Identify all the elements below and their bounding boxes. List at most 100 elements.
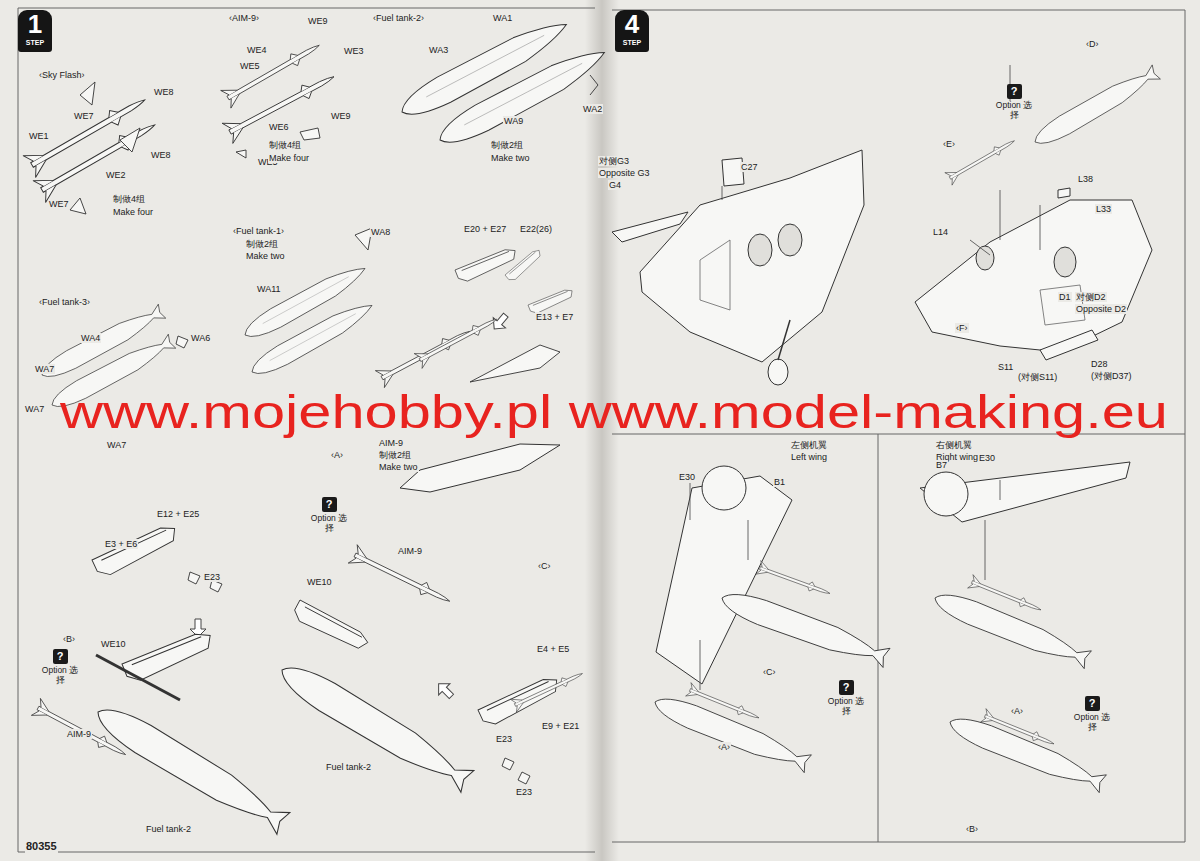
part-label: AIM-9 bbox=[66, 729, 92, 739]
part-label: ‹C› bbox=[537, 561, 552, 571]
part-label: WA11 bbox=[256, 284, 282, 294]
option-caption: Option 选择 bbox=[994, 101, 1034, 121]
part-label: E30 bbox=[978, 453, 996, 463]
part-label: ‹B› bbox=[62, 634, 76, 644]
part-label: WE3 bbox=[343, 46, 365, 56]
part-label: Fuel tank-2 bbox=[325, 762, 372, 772]
part-label: WE4 bbox=[246, 45, 268, 55]
part-label: E23 bbox=[203, 572, 221, 582]
part-label: WA7 bbox=[34, 364, 55, 374]
part-label: 制做2组 bbox=[245, 239, 279, 249]
part-label: 制做4组 bbox=[112, 194, 146, 204]
part-label: WA7 bbox=[24, 404, 45, 414]
part-label: WE1 bbox=[28, 131, 50, 141]
part-label: ‹A› bbox=[717, 742, 731, 752]
part-label: WE8 bbox=[153, 87, 175, 97]
part-label: Make two bbox=[245, 251, 286, 261]
part-label: Left wing bbox=[790, 452, 828, 462]
part-label: ‹AIM-9› bbox=[228, 13, 260, 23]
watermark: www.mojehobby.pl www.model-making.eu bbox=[60, 389, 1168, 435]
part-label: 对侧G3 bbox=[598, 156, 630, 166]
part-label: 制做4组 bbox=[268, 140, 302, 150]
step-badge: 1STEP bbox=[18, 10, 52, 52]
part-label: D1 bbox=[1058, 292, 1072, 302]
part-label: B7 bbox=[935, 460, 948, 470]
part-label: ‹Sky Flash› bbox=[38, 70, 86, 80]
option-mark: ? bbox=[322, 497, 337, 512]
part-label: 右侧机翼 bbox=[935, 440, 973, 450]
part-label: E23 bbox=[515, 787, 533, 797]
option-caption: Option 选择 bbox=[1072, 713, 1112, 733]
step-badge: 4STEP bbox=[615, 10, 649, 52]
part-label: WE10 bbox=[100, 639, 127, 649]
option-badge: ? Option 选择 bbox=[309, 497, 349, 534]
part-label: E13 + E7 bbox=[535, 312, 574, 322]
option-badge: ? Option 选择 bbox=[40, 649, 80, 686]
page-number: 80355 bbox=[25, 840, 58, 853]
part-label: Make four bbox=[112, 207, 154, 217]
part-label: D28 bbox=[1090, 359, 1109, 369]
step-word: STEP bbox=[18, 38, 52, 47]
part-label: E12 + E25 bbox=[156, 509, 200, 519]
part-label: E23 bbox=[495, 734, 513, 744]
part-label: (对侧D37) bbox=[1090, 371, 1133, 381]
part-label: E4 + E5 bbox=[536, 644, 570, 654]
option-badge: ? Option 选择 bbox=[1072, 696, 1112, 733]
part-label: Opposite G3 bbox=[598, 168, 651, 178]
part-label: 对侧D2 bbox=[1075, 292, 1107, 302]
part-label: WE2 bbox=[105, 170, 127, 180]
option-mark: ? bbox=[1085, 696, 1100, 711]
part-label: C27 bbox=[740, 162, 759, 172]
part-label: WA8 bbox=[370, 227, 391, 237]
part-label: E9 + E21 bbox=[541, 721, 580, 731]
part-label: WE8 bbox=[150, 150, 172, 160]
part-label: Fuel tank-2 bbox=[145, 824, 192, 834]
part-label: ‹A› bbox=[1010, 706, 1024, 716]
option-badge: ? Option 选择 bbox=[826, 680, 866, 717]
part-label: 左侧机翼 bbox=[790, 440, 828, 450]
part-label: L38 bbox=[1077, 174, 1094, 184]
option-caption: Option 选择 bbox=[826, 697, 866, 717]
part-label: Make two bbox=[490, 153, 531, 163]
part-label: ‹E› bbox=[942, 139, 956, 149]
part-label: ‹B› bbox=[965, 824, 979, 834]
option-caption: Option 选择 bbox=[40, 666, 80, 686]
option-mark: ? bbox=[839, 680, 854, 695]
part-label: WE10 bbox=[306, 577, 333, 587]
part-label: E22(26) bbox=[519, 224, 553, 234]
part-label: L33 bbox=[1095, 204, 1112, 214]
part-label: ‹D› bbox=[1085, 39, 1100, 49]
part-label: Make two bbox=[378, 462, 419, 472]
step-number: 1 bbox=[18, 10, 52, 38]
option-mark: ? bbox=[53, 649, 68, 664]
part-label: Make four bbox=[268, 153, 310, 163]
part-label: WE6 bbox=[268, 122, 290, 132]
part-label: Opposite D2 bbox=[1075, 304, 1127, 314]
step-word: STEP bbox=[615, 38, 649, 47]
part-label: 制做2组 bbox=[490, 140, 524, 150]
part-label: WA6 bbox=[190, 333, 211, 343]
part-label: ‹A› bbox=[330, 450, 344, 460]
part-label: WA9 bbox=[503, 116, 524, 126]
part-label: E30 bbox=[678, 472, 696, 482]
option-mark: ? bbox=[1007, 84, 1022, 99]
part-label: E3 + E6 bbox=[104, 539, 138, 549]
step-number: 4 bbox=[615, 10, 649, 38]
part-label: AIM-9 bbox=[378, 438, 404, 448]
part-label: WA4 bbox=[80, 333, 101, 343]
part-label: S11 bbox=[997, 362, 1014, 372]
part-label: WA7 bbox=[106, 440, 127, 450]
option-caption: Option 选择 bbox=[309, 514, 349, 534]
part-label: ‹Fuel tank-3› bbox=[38, 297, 91, 307]
part-label: WA1 bbox=[492, 13, 513, 23]
part-label: ‹F› bbox=[955, 323, 969, 333]
part-label: L14 bbox=[932, 227, 949, 237]
part-label: E20 + E27 bbox=[463, 224, 507, 234]
part-label: WE5 bbox=[239, 61, 261, 71]
part-label: ‹C› bbox=[762, 667, 777, 677]
part-label: WA3 bbox=[428, 45, 449, 55]
part-label: 制做2组 bbox=[378, 450, 412, 460]
part-label: WE7 bbox=[48, 199, 70, 209]
part-label: (对侧S11) bbox=[1017, 372, 1058, 382]
